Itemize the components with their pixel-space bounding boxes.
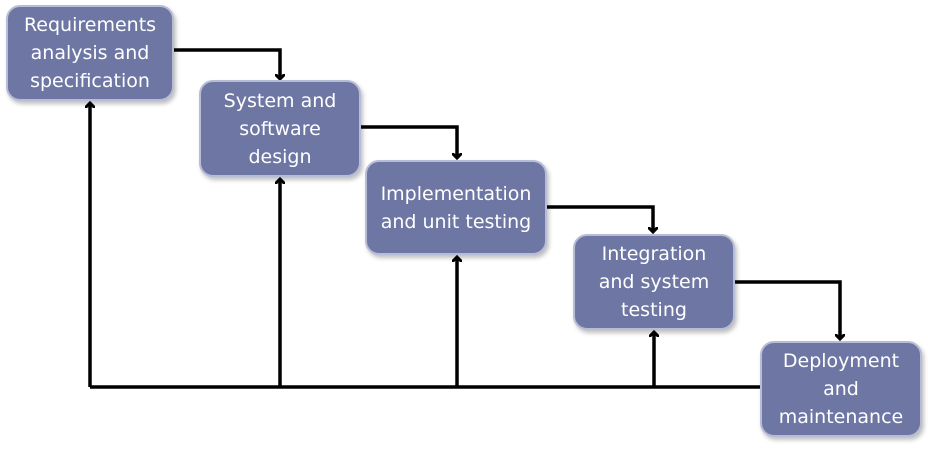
phase-deployment: Deployment and maintenance <box>760 341 922 437</box>
arrow-integration-to-deployment <box>735 280 840 339</box>
phase-requirements: Requirements analysis and specification <box>6 5 174 101</box>
phase-design: System and software design <box>199 80 361 177</box>
arrow-requirements-to-design <box>174 48 280 79</box>
arrow-design-to-implementation <box>361 125 457 158</box>
phase-implementation: Implementation and unit testing <box>365 160 547 255</box>
phase-integration: Integration and system testing <box>573 234 735 330</box>
arrow-implementation-to-integration <box>547 205 653 232</box>
